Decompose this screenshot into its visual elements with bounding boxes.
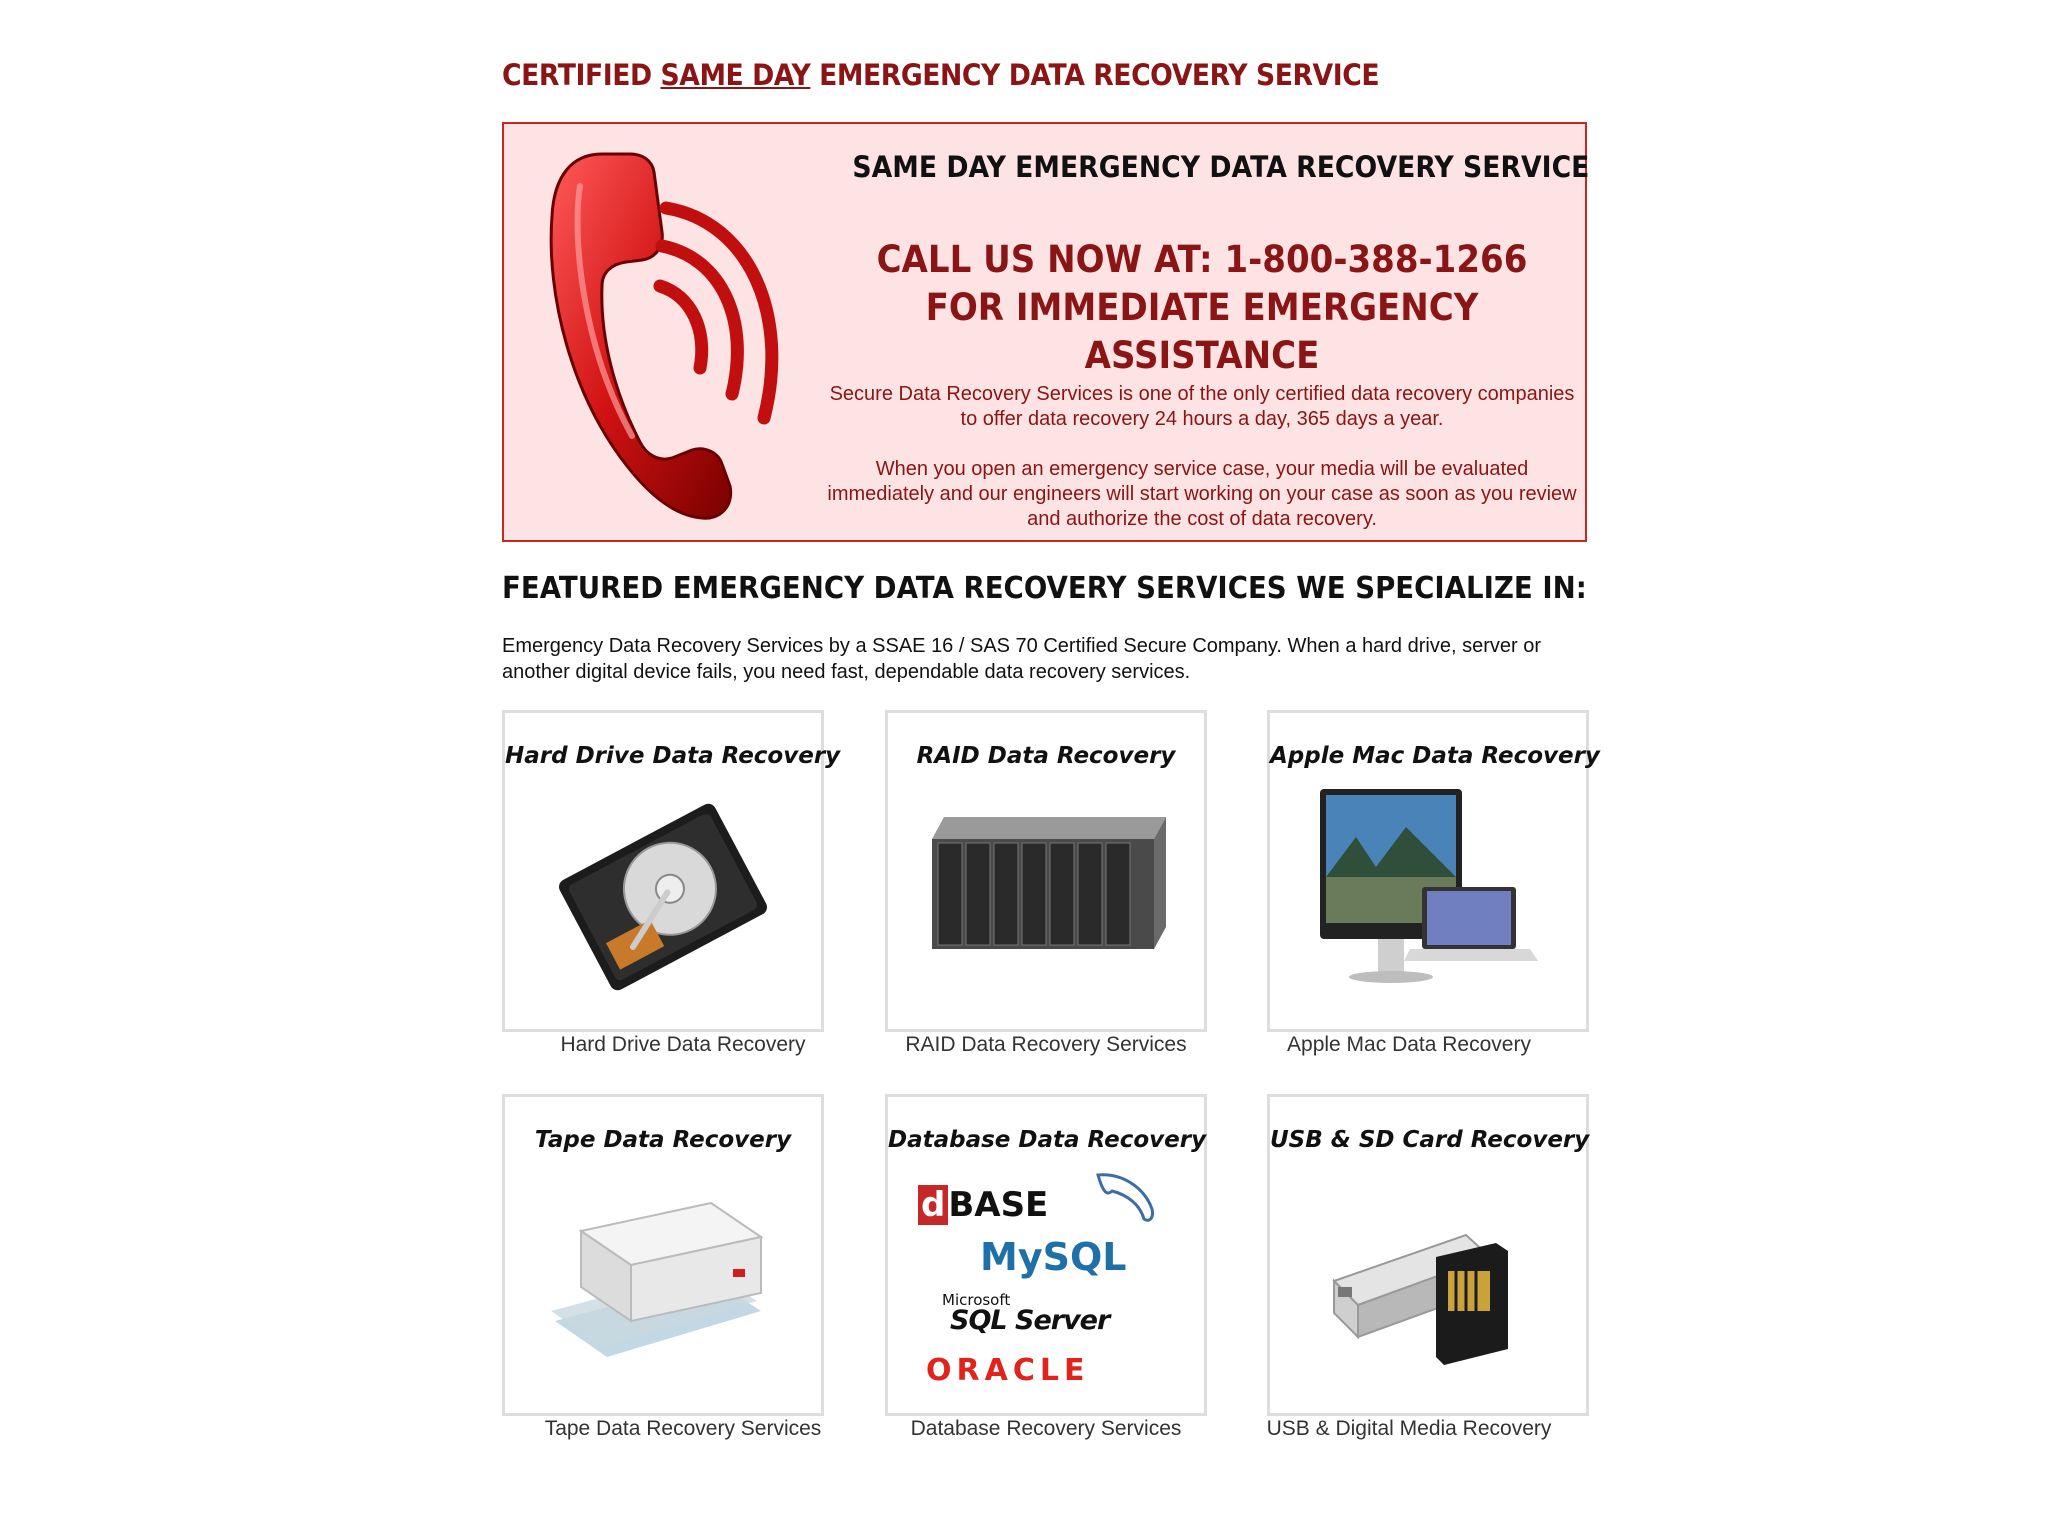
card-caption-hard-drive[interactable]: Hard Drive Data Recovery [560, 1033, 806, 1056]
card-caption-usb-sd[interactable]: USB & Digital Media Recovery [1266, 1417, 1552, 1440]
service-card-database[interactable]: Database Data Recovery dBASE MySQL Micro… [885, 1094, 1207, 1416]
apple-mac-image [1320, 789, 1538, 983]
page-title-part1: CERTIFIED [502, 58, 661, 92]
service-card-tape[interactable]: Tape Data Recovery [502, 1094, 824, 1416]
phone-callout: CALL US NOW AT: 1-800-388-1266 FOR IMMED… [876, 238, 1528, 377]
database-logos-image: dBASE MySQL Microsoft SQL Server ORACLE [904, 1161, 1188, 1399]
featured-heading: FEATURED EMERGENCY DATA RECOVERY SERVICE… [502, 571, 1587, 606]
mysql-logo: MySQL [980, 1235, 1127, 1279]
card-title: RAID Data Recovery [916, 743, 1176, 769]
dolphin-icon [1096, 1173, 1154, 1222]
page-title: CERTIFIED SAME DAY EMERGENCY DATA RECOVE… [502, 58, 1380, 92]
banner-paragraph-process: When you open an emergency service case,… [827, 458, 1577, 530]
banner-heading: SAME DAY EMERGENCY DATA RECOVERY SERVICE [852, 150, 1590, 184]
card-caption-tape[interactable]: Tape Data Recovery Services [544, 1417, 822, 1440]
service-card-raid[interactable]: RAID Data Recovery [885, 710, 1207, 1032]
card-title: USB & SD Card Recovery [1270, 1127, 1590, 1153]
card-title: Database Data Recovery [888, 1127, 1207, 1153]
card-title: Tape Data Recovery [534, 1127, 792, 1153]
banner-paragraph-availability: Secure Data Recovery Services is one of … [829, 383, 1575, 430]
page-title-emphasis: SAME DAY [660, 58, 811, 92]
oracle-logo: ORACLE [926, 1353, 1090, 1388]
hard-drive-image [559, 803, 767, 991]
raid-server-image [932, 817, 1166, 949]
tape-cartridge-image [551, 1201, 764, 1357]
microsoft-label: Microsoft [942, 1291, 1011, 1309]
sql-server-logo: SQL Server [950, 1305, 1110, 1336]
card-title: Apple Mac Data Recovery [1270, 743, 1600, 769]
page-title-part2: EMERGENCY DATA RECOVERY SERVICE [810, 58, 1380, 92]
service-card-usb-sd[interactable]: USB & SD Card Recovery [1267, 1094, 1589, 1416]
dbase-logo: dBASE [918, 1185, 1048, 1225]
card-title: Hard Drive Data Recovery [505, 743, 841, 769]
service-card-hard-drive[interactable]: Hard Drive Data Recovery [502, 710, 841, 1032]
card-caption-database[interactable]: Database Recovery Services [910, 1417, 1182, 1440]
featured-intro: Emergency Data Recovery Services by a SS… [502, 635, 1541, 683]
service-card-apple-mac[interactable]: Apple Mac Data Recovery [1267, 710, 1600, 1032]
emergency-banner: SAME DAY EMERGENCY DATA RECOVERY SERVICE… [502, 122, 1590, 542]
card-caption-apple-mac[interactable]: Apple Mac Data Recovery [1287, 1033, 1531, 1056]
usb-sd-card-image [1332, 1233, 1508, 1365]
telephone-icon [549, 152, 779, 520]
card-caption-raid[interactable]: RAID Data Recovery Services [905, 1033, 1187, 1056]
